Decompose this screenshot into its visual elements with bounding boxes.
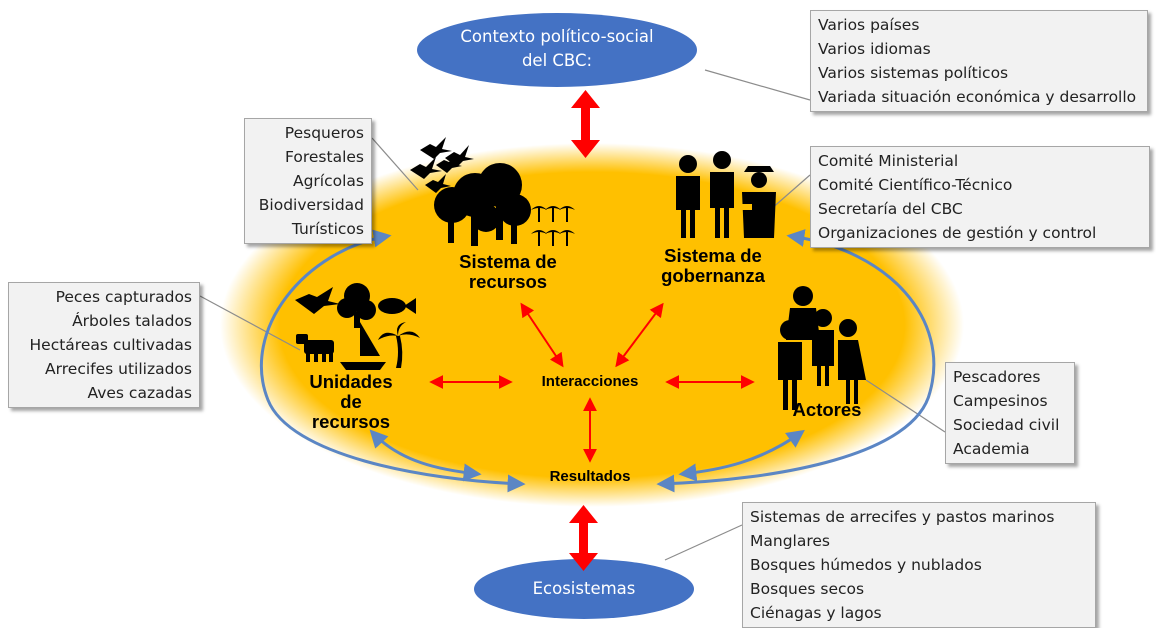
cycle-arrows xyxy=(259,229,936,493)
callout-line: Ciénagas y lagos xyxy=(750,604,882,622)
callout-line: Manglares xyxy=(750,532,830,550)
callout-line: Pesqueros xyxy=(284,124,364,142)
birds-icon xyxy=(410,137,474,193)
trees-icon xyxy=(434,163,531,246)
ecosystems-oval[interactable] xyxy=(474,559,694,619)
palms-icon xyxy=(531,206,575,246)
context-label: Contexto político-social del CBC: xyxy=(460,27,654,70)
callout-line: Comité Científico-Técnico xyxy=(818,176,1013,194)
callout-line: Bosques húmedos y nublados xyxy=(750,556,982,574)
actors-label: Actores xyxy=(792,399,862,420)
callout-line: Academia xyxy=(953,440,1030,458)
callout-line: Biodiversidad xyxy=(258,196,364,214)
callout-line: Arrecifes utilizados xyxy=(45,360,192,378)
callout-line: Árboles talados xyxy=(72,312,192,330)
callout-line: Secretaría del CBC xyxy=(818,200,963,218)
context-oval[interactable] xyxy=(417,13,697,87)
callout-line: Sociedad civil xyxy=(953,416,1060,434)
callout-line: Turísticos xyxy=(291,220,364,238)
callout-line: Pescadores xyxy=(953,368,1041,386)
people-group-icon xyxy=(778,286,866,410)
callout-line: Varios idiomas xyxy=(818,40,931,58)
callout-line: Varios países xyxy=(818,16,920,34)
cow-icon xyxy=(296,334,334,362)
actors-callout: Pescadores Campesinos Sociedad civil Aca… xyxy=(945,362,1075,464)
callout-line: Peces capturados xyxy=(55,288,192,306)
callout-line: Agrícolas xyxy=(292,172,364,190)
ecosystems-callout: Sistemas de arrecifes y pastos marinos M… xyxy=(742,502,1096,628)
callout-line: Campesinos xyxy=(953,392,1048,410)
fish-icon xyxy=(378,298,416,314)
callout-line: Comité Ministerial xyxy=(818,152,959,170)
context-callout: Varios países Varios idiomas Varios sist… xyxy=(810,10,1148,112)
callout-line: Hectáreas cultivadas xyxy=(29,336,192,354)
resource-system-label: Sistema de recursos xyxy=(459,251,557,292)
guard-icon xyxy=(734,166,776,238)
callout-connectors xyxy=(199,69,946,561)
governance-callout: Comité Ministerial Comité Científico-Téc… xyxy=(810,146,1150,248)
callout-line: Sistemas de arrecifes y pastos marinos xyxy=(750,508,1055,526)
ecosystems-label: Ecosistemas xyxy=(532,579,636,598)
outcomes-label: Resultados xyxy=(549,468,631,485)
ecosystems-link-arrow xyxy=(569,505,598,571)
callout-line: Organizaciones de gestión y control xyxy=(818,224,1097,242)
interactions-label: Interacciones xyxy=(541,373,639,390)
governance-system-label: Sistema de gobernanza xyxy=(661,245,765,286)
callout-line: Forestales xyxy=(285,148,364,166)
context-link-arrow xyxy=(571,90,600,158)
resource-system-callout: Pesqueros Forestales Agrícolas Biodivers… xyxy=(244,118,372,244)
resource-units-callout: Peces capturados Árboles talados Hectáre… xyxy=(8,282,200,408)
callout-line: Bosques secos xyxy=(750,580,865,598)
bird-icon xyxy=(295,287,340,314)
officials-icon xyxy=(676,151,734,238)
palm-icon xyxy=(378,322,420,368)
callout-line: Varios sistemas políticos xyxy=(818,64,1009,82)
interaction-arrows xyxy=(429,302,755,463)
callout-line: Aves cazadas xyxy=(87,384,192,402)
sailboat-icon xyxy=(340,322,386,370)
callout-line: Variada situación económica y desarrollo xyxy=(818,88,1137,106)
resource-units-label: Unidades de recursos xyxy=(309,371,393,432)
tree-icon xyxy=(337,283,376,328)
